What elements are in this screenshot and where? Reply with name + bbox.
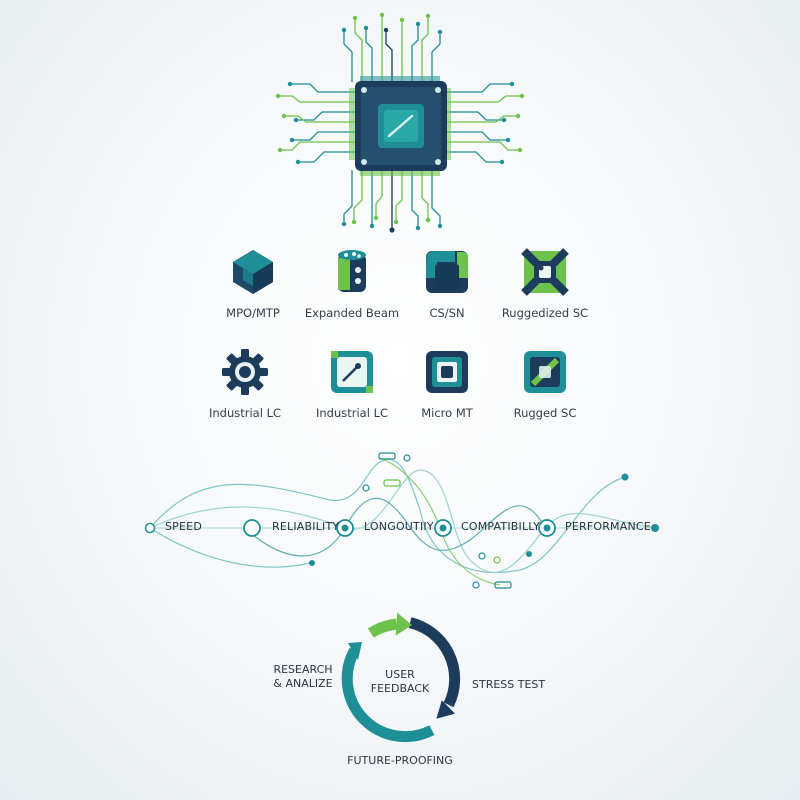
rounded-square-icon: [426, 251, 468, 293]
timeline-milestones: [144, 519, 556, 537]
cycle-right-label: STRESS TEST: [472, 678, 546, 691]
timeline-label-performance: PERFORMANCE: [565, 520, 651, 533]
timeline-label-compatibility: COMPATIBILLY: [461, 520, 541, 533]
connector-tile-cs-sn: CS/SN: [392, 248, 502, 320]
connector-label: Ruggedized SC: [501, 306, 589, 320]
cylinder-lens-icon: [338, 250, 366, 292]
connector-label: CS/SN: [429, 306, 465, 320]
connector-tile-mpo-mtp: MPO/MTP: [198, 248, 308, 320]
timeline-label-speed: SPEED: [165, 520, 202, 533]
cycle-arrowhead-green: [395, 612, 412, 636]
cross-frame-icon: [521, 248, 569, 296]
chip-body: [355, 81, 447, 171]
cycle-arc-navy: [408, 617, 461, 708]
trace-endpoints: [275, 12, 525, 233]
connector-label: Expanded Beam: [304, 306, 400, 320]
diagonal-frame-icon: [524, 351, 566, 393]
connector-label: Industrial LC: [208, 406, 282, 420]
dial-square-icon: [331, 351, 373, 393]
timeline-label-reliability: RELIABILITY: [272, 520, 340, 533]
connector-label: Industrial LC: [315, 406, 389, 420]
connector-label: Rugged SC: [513, 406, 577, 420]
cycle-arc-green: [367, 618, 398, 638]
hexagon-cube-icon: [233, 250, 273, 294]
connector-tile-ruggedized-sc: Ruggedized SC: [490, 248, 600, 320]
cycle-arrowhead-navy: [436, 700, 455, 719]
cycle-arrowhead-teal: [348, 642, 362, 660]
cycle-center-label: USER FEEDBACK: [370, 668, 430, 695]
cycle-left-label: RESEARCH & ANALIZE: [273, 663, 333, 690]
connector-label: MPO/MTP: [226, 306, 280, 320]
cycle-bottom-label: FUTURE-PROOFING: [347, 754, 453, 767]
connector-tile-expanded-beam: Expanded Beam: [297, 248, 407, 320]
timeline-small-nodes: [309, 452, 659, 589]
connector-label: Micro MT: [421, 406, 473, 420]
connector-tile-micro-mt: Micro MT: [392, 348, 502, 420]
cycle-arc-teal: [341, 647, 435, 743]
circuit-traces: [278, 15, 522, 230]
chip-square-icon: [426, 351, 468, 393]
timeline-label-longevity: LONGOUTIIY: [364, 520, 434, 533]
connector-tile-industrial-lc-2: Industrial LC: [297, 348, 407, 420]
connector-tile-rugged-sc: Rugged SC: [490, 348, 600, 420]
connector-tile-industrial-lc-1: Industrial LC: [190, 348, 300, 420]
gear-icon: [222, 349, 268, 395]
chip-pins: [349, 76, 451, 176]
